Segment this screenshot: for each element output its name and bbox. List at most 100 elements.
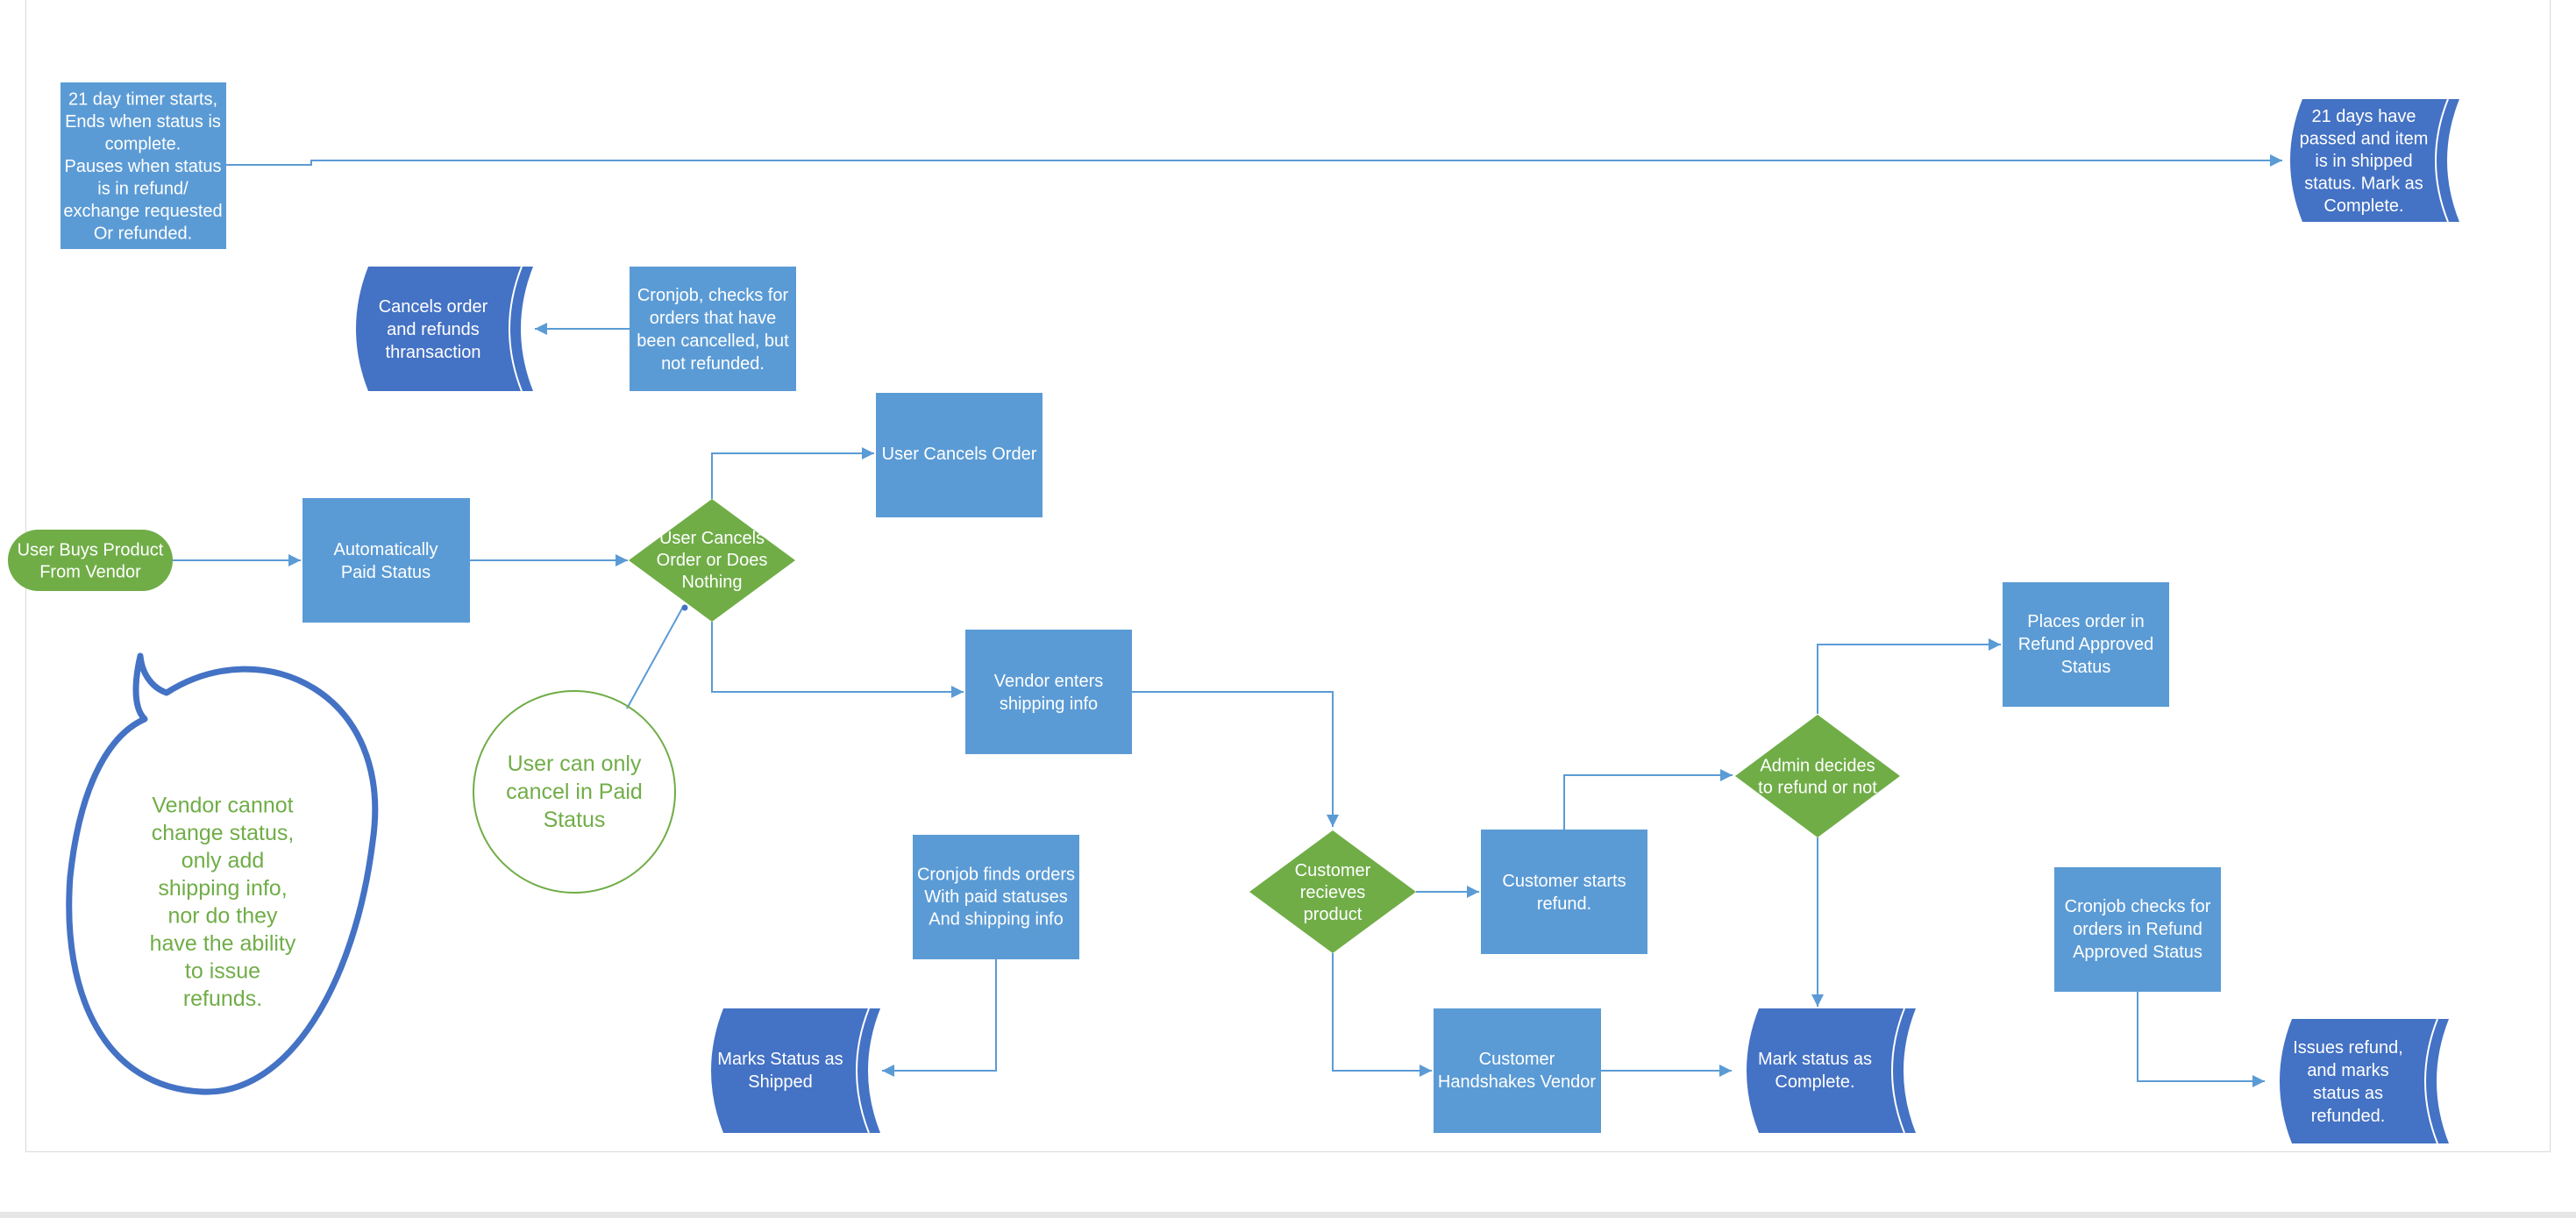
vendor-callout-label-line: Vendor cannot [152,794,293,818]
cancels-refunds-label-line: Cancels order [379,297,488,317]
vendor-callout-label-line: to issue [185,959,260,984]
user-cancels-order-label-line: User Cancels Order [882,445,1037,464]
user-cancels-order-box [876,393,1042,517]
issues-refund-shape [2280,1018,2449,1144]
marks-shipped-label-line: Marks Status as [717,1050,843,1069]
mark-complete-shape [1747,1008,1916,1134]
timer-note-label-line: is in refund/ [97,180,189,199]
mark-complete-label-line: Mark status as [1758,1050,1872,1069]
mark-complete-21-label-line: 21 days have [2312,107,2416,126]
issues-refund-label-line: Issues refund, [2293,1038,2403,1058]
decision-shapes [8,499,1900,953]
cron-paid-shipping-label-line: And shipping info [929,910,1063,930]
user-buys-label-line: From Vendor [39,563,141,582]
issues-refund-label-line: status as [2313,1084,2383,1103]
customer-receives-label-line: product [1304,905,1363,924]
connectors [173,154,2282,1087]
timer-note-label-line: Ends when status is [65,112,221,132]
auto-paid-box [302,498,470,623]
vendor-callout-label-line: change status, [152,821,295,845]
timer-note-label-line: Or refunded. [94,224,192,244]
places-refund-approved-label-line: Refund Approved [2018,635,2154,654]
mark-complete-21-label-line: status. Mark as [2304,175,2423,194]
mark-complete-label-line: Complete. [1775,1072,1854,1092]
timer-note-label-line: Pauses when status [65,157,222,176]
marks-shipped-shape [711,1008,880,1134]
user-cancels-order-label: User Cancels Order [882,445,1037,464]
cancels-refunds-label-line: thransaction [386,343,481,362]
connector-shipping-to-receives [1132,691,1339,827]
vendor-shipping-box [965,630,1132,754]
connector-dot [681,604,688,611]
vendor-shipping-label-line: shipping info [1000,694,1098,714]
places-refund-approved-label-line: Status [2061,658,2111,677]
mark-complete-21-label-line: is in shipped [2315,152,2412,171]
auto-paid-label-line: Automatically [334,540,438,559]
auto-paid-label-line: Paid Status [341,563,431,582]
vendor-shipping-label-line: Vendor enters [994,672,1104,691]
decision-cancel-label-line: Nothing [682,573,743,592]
connector-decision-to-cancel-order [711,447,874,499]
customer-handshakes-label-line: Handshakes Vendor [1438,1072,1596,1092]
customer-starts-refund-label-line: refund. [1537,894,1591,914]
node-labels: 21 day timer starts,Ends when status is c… [18,90,2429,1127]
connector-refund-to-admin [1563,769,1733,830]
customer-receives-label: Customer recieves product [1295,861,1371,924]
timer-note-label-line: complete. [105,135,181,154]
horizontal-scrollbar-track[interactable] [0,1212,2576,1218]
vendor-callout-label-line: nor do they [167,904,278,929]
storage-shapes [356,98,2459,1144]
cron-paid-shipping-label-line: With paid statuses [924,887,1067,907]
decision-cancel-diamond [629,499,795,622]
cron-cancelled-label-line: not refunded. [661,354,765,374]
vendor-callout-label-line: only add [181,849,265,873]
timer-note-label: 21 day timer starts,Ends when status is c… [63,90,222,244]
connector-cron-to-issues-refund [2137,992,2265,1087]
decision-cancel-label-line: User Cancels [659,529,765,548]
paid-status-note-label-line: User can only [508,751,642,776]
customer-receives-label-line: recieves [1300,883,1365,902]
user-buys-terminator [8,530,173,591]
connector-cron-to-shipped [882,959,997,1077]
customer-handshakes-label-line: Customer [1479,1050,1555,1069]
cron-refund-approved-box [2054,867,2221,992]
customer-starts-refund-box [1481,830,1647,954]
process-boxes [60,82,2221,1133]
vendor-callout-bubble [66,652,379,1095]
timer-note-label-line: 21 day timer starts, [68,90,217,110]
admin-decides-label-line: Admin decides [1760,757,1875,776]
issues-refund-label-line: refunded. [2311,1107,2386,1126]
marks-shipped-label-line: Shipped [748,1072,812,1092]
issues-refund-label-line: and marks [2307,1061,2388,1080]
customer-receives-label-line: Customer [1295,861,1371,880]
mark-complete-21-label-line: Complete. [2323,196,2403,216]
timer-note-box [60,82,226,249]
user-buys-label-line: User Buys Product [18,541,164,560]
cron-refund-approved-label-line: Cronjob checks for [2065,897,2211,916]
paid-status-note-circle [473,690,676,894]
marks-shipped-label: Marks Status as Shipped [717,1050,843,1092]
cancels-refunds-shape [356,266,533,392]
connector-timer-to-complete [226,154,2282,167]
paid-status-note-label-line: Status [544,808,606,832]
mark-complete-21-shape [2290,98,2459,223]
vendor-shipping-label: Vendor enters shipping info [994,672,1104,714]
vendor-callout-label-line: have the ability [150,931,296,956]
connector-receives-to-handshake [1332,953,1432,1077]
timer-note-label-line: exchange requested [63,202,222,221]
